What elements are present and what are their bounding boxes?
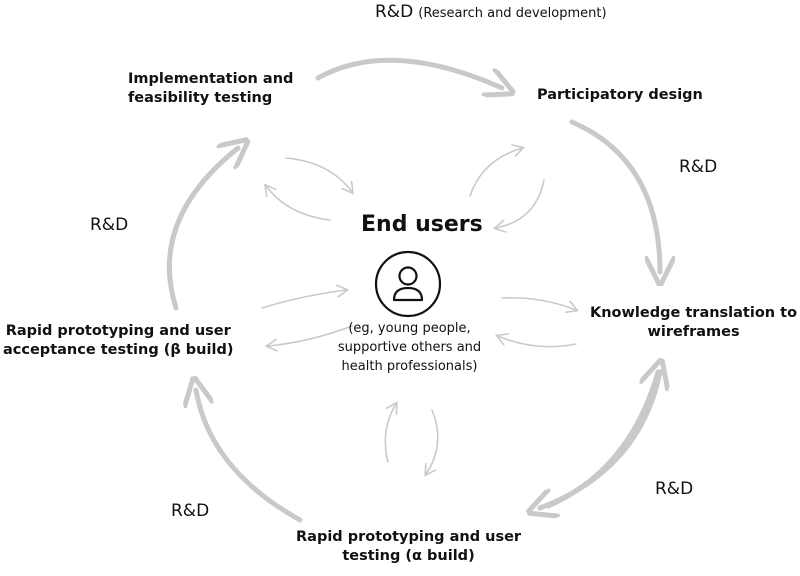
inner-arrow-b-up bbox=[384, 404, 396, 463]
inner-arrow-l-in bbox=[261, 290, 346, 309]
arrow-beta-to-implementation bbox=[166, 148, 238, 311]
inner-arrow-r-in bbox=[501, 296, 576, 310]
rd-label-right-upper: R&D bbox=[679, 157, 718, 177]
stage-knowledge-translation: Knowledge translation to wireframes bbox=[590, 304, 797, 342]
stage-participatory-design: Participatory design bbox=[537, 86, 703, 105]
inner-arrow-tl-out bbox=[266, 186, 331, 221]
end-users-description-line3: health professionals) bbox=[341, 358, 478, 374]
arrow-participatory-to-knowledge bbox=[569, 119, 660, 272]
inner-arrow-tr-in bbox=[469, 148, 522, 197]
rd-label-right-lower: R&D bbox=[655, 479, 694, 499]
stage-implementation-line1: Implementation and bbox=[128, 71, 294, 87]
stage-implementation: Implementation and feasibility testing bbox=[128, 70, 293, 108]
end-users-title: End users bbox=[361, 212, 483, 237]
stage-beta-build: Rapid prototyping and user acceptance te… bbox=[3, 322, 233, 360]
rd-header: R&D (Research and development) bbox=[375, 1, 607, 23]
stage-alpha-build-line1: Rapid prototyping and user bbox=[296, 529, 522, 545]
stage-implementation-line2: feasibility testing bbox=[128, 89, 273, 106]
arrow-alpha-to-beta bbox=[196, 390, 303, 523]
rd-header-label: R&D bbox=[375, 2, 414, 22]
inner-arrow-b-down bbox=[426, 409, 439, 474]
inner-arrow-l-out bbox=[268, 325, 353, 346]
arrow-knowledge-to-alpha bbox=[540, 369, 663, 508]
end-users-description-line2: supportive others and bbox=[337, 339, 482, 355]
stage-participatory-design-label: Participatory design bbox=[537, 87, 703, 103]
inner-arrow-tr-out bbox=[496, 179, 545, 228]
stage-alpha-build: Rapid prototyping and user testing (α bu… bbox=[296, 528, 521, 566]
arrow-implementation-to-participatory bbox=[315, 57, 502, 88]
inner-arrow-r-out bbox=[498, 336, 577, 348]
arrow-knowledge-alpha-return bbox=[545, 372, 658, 509]
rd-label-left: R&D bbox=[90, 215, 129, 235]
person-icon bbox=[374, 250, 442, 318]
stage-knowledge-translation-line2: wireframes bbox=[647, 323, 740, 340]
stage-alpha-build-line2: testing (α build) bbox=[342, 547, 475, 564]
end-users-description-line1: (eg, young people, bbox=[348, 321, 471, 336]
stage-knowledge-translation-line1: Knowledge translation to bbox=[590, 305, 798, 321]
inner-arrow-tl-in bbox=[285, 157, 352, 192]
rd-label-bottom-left: R&D bbox=[171, 501, 210, 521]
rd-header-expansion: (Research and development) bbox=[418, 6, 607, 21]
end-users-description: (eg, young people, supportive others and… bbox=[332, 320, 487, 377]
stage-beta-build-line2: acceptance testing (β build) bbox=[3, 341, 234, 358]
stage-beta-build-line1: Rapid prototyping and user bbox=[5, 323, 231, 339]
